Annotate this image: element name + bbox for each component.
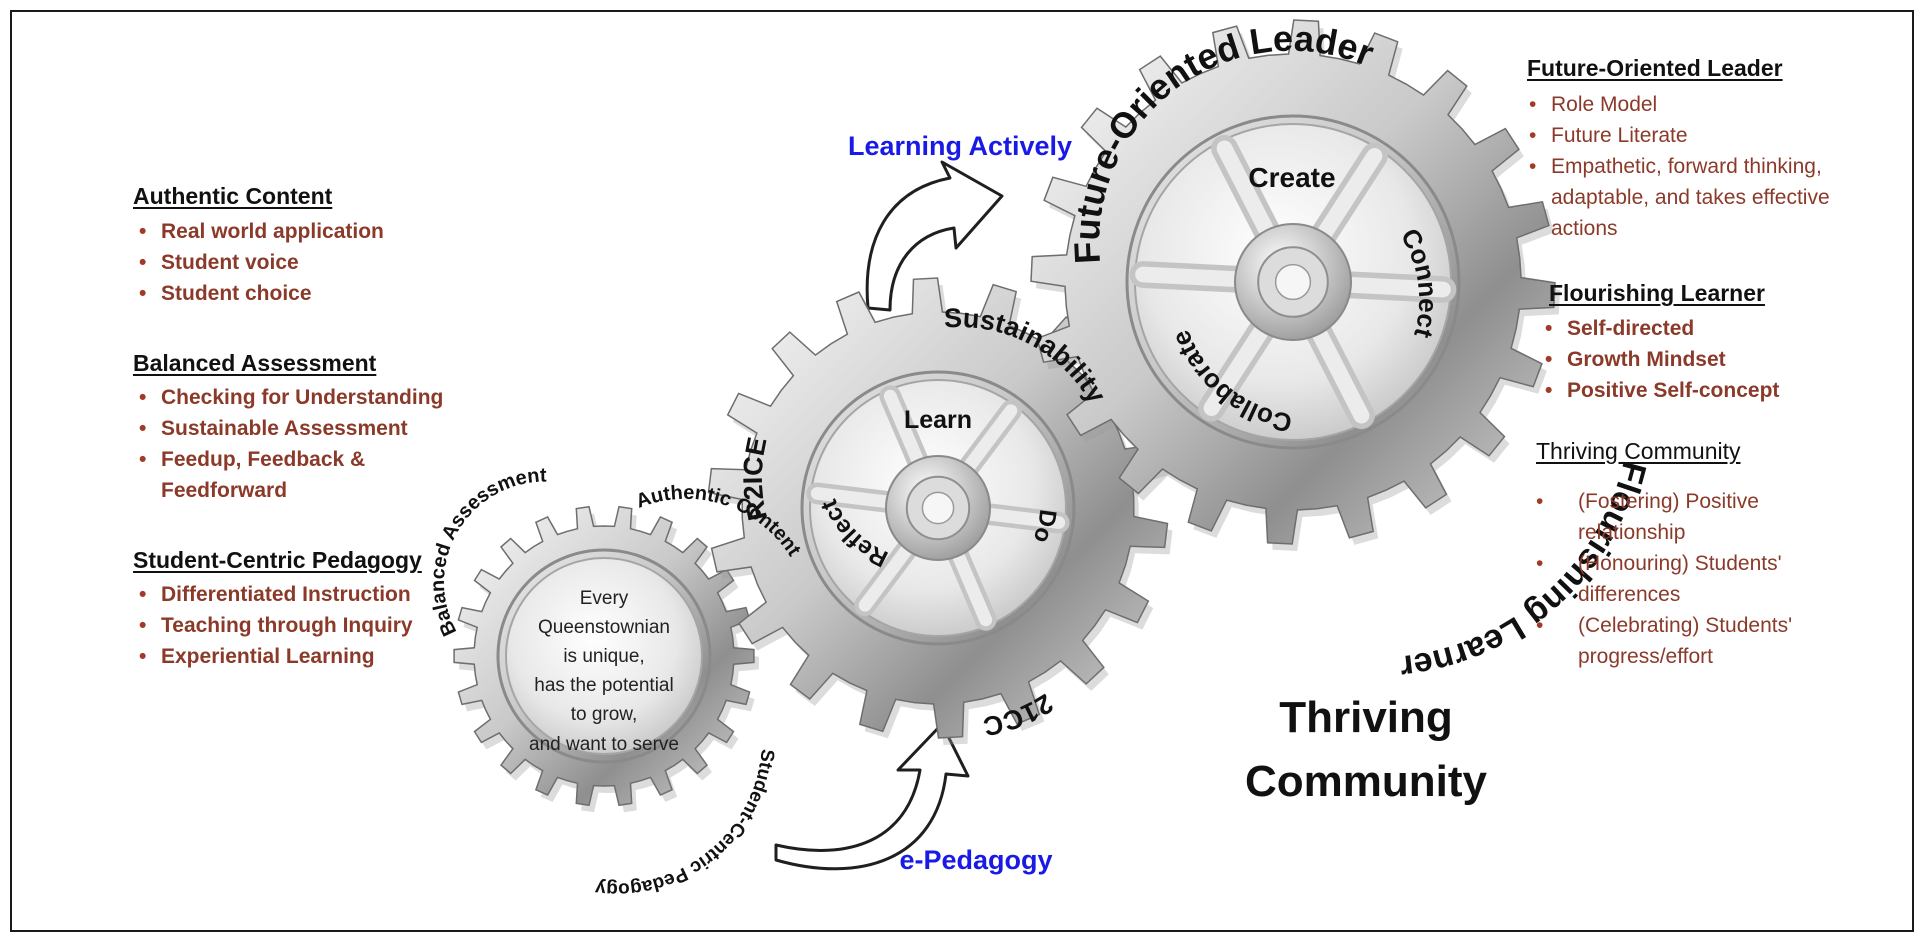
small-gear: [453, 505, 759, 813]
title-line-1: Thriving: [1279, 693, 1453, 742]
list-item: Checking for Understanding: [135, 382, 443, 413]
list-balanced-assessment: Checking for Understanding Sustainable A…: [135, 382, 443, 506]
list-item: Role Model: [1525, 89, 1855, 120]
list-item: (Celebrating) Students' progress/effort: [1526, 610, 1826, 672]
center-line: Queenstownian: [538, 617, 670, 638]
list-item: Empathetic, forward thinking, adaptable,…: [1525, 151, 1855, 244]
arrow-label-e-pedagogy: e-Pedagogy: [899, 845, 1052, 875]
arrow-label-learning-actively: Learning Actively: [848, 131, 1072, 161]
heading-authentic-content: Authentic Content: [133, 183, 333, 209]
list-student-centric-pedagogy: Differentiated Instruction Teaching thro…: [135, 579, 413, 672]
list-item: Teaching through Inquiry: [135, 610, 413, 641]
list-authentic-content: Real world application Student voice Stu…: [135, 216, 384, 309]
list-item: (Honouring) Students' differences: [1526, 548, 1826, 610]
list-item: Positive Self-concept: [1541, 375, 1779, 406]
list-item-continuation: Feedforward: [161, 479, 288, 502]
list-item: Student choice: [135, 278, 384, 309]
heading-flourishing-learner: Flourishing Learner: [1549, 280, 1765, 306]
list-future-oriented-leader: Role Model Future Literate Empathetic, f…: [1525, 89, 1855, 244]
list-item: Future Literate: [1525, 120, 1855, 151]
middle-gear-ring-left: R2ICE: [738, 435, 773, 523]
heading-balanced-assessment: Balanced Assessment: [133, 350, 377, 376]
center-line: Every: [580, 588, 629, 609]
center-line: is unique,: [563, 646, 644, 667]
list-item: Feedup, Feedback &: [135, 444, 443, 475]
middle-gear: [707, 277, 1173, 745]
list-flourishing-learner: Self-directed Growth Mindset Positive Se…: [1541, 313, 1779, 406]
center-line: to grow,: [571, 704, 638, 725]
heading-future-oriented-leader: Future-Oriented Leader: [1527, 55, 1783, 81]
list-item: Student voice: [135, 247, 384, 278]
center-line: and want to serve: [529, 734, 679, 755]
heading-thriving-community: Thriving Community: [1536, 438, 1741, 464]
list-item: Self-directed: [1541, 313, 1779, 344]
list-item: Differentiated Instruction: [135, 579, 413, 610]
small-gear-center-text: Every Queenstownian is unique, has the p…: [529, 588, 679, 755]
list-item: Sustainable Assessment: [135, 413, 443, 444]
list-item: Real world application: [135, 216, 384, 247]
large-gear-inner-top: Create: [1248, 162, 1335, 193]
large-gear: [1030, 19, 1560, 551]
title-line-2: Community: [1245, 757, 1488, 806]
heading-student-centric-pedagogy: Student-Centric Pedagogy: [133, 547, 422, 573]
list-item: (Fostering) Positive relationship: [1526, 486, 1826, 548]
list-item: Growth Mindset: [1541, 344, 1779, 375]
list-thriving-community: (Fostering) Positive relationship (Honou…: [1526, 486, 1826, 672]
list-item: Experiential Learning: [135, 641, 413, 672]
center-line: has the potential: [534, 675, 673, 696]
arrows: [774, 160, 1004, 871]
middle-gear-inner-top: Learn: [904, 406, 972, 434]
